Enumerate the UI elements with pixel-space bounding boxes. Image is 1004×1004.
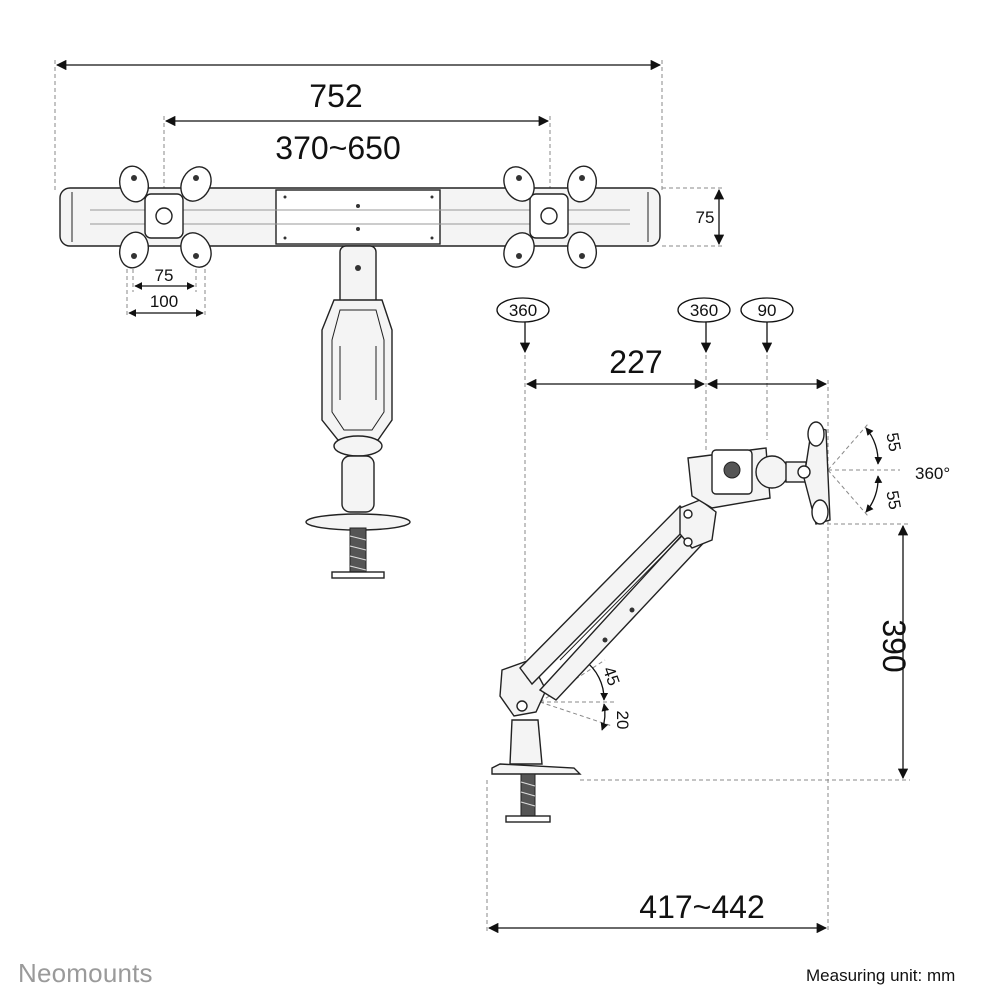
angle-down-arc — [600, 703, 610, 731]
tilt-down-arc — [865, 475, 883, 513]
angle-up-label: 45 — [599, 664, 623, 688]
right-vesa-bracket — [503, 165, 598, 269]
depth-label: 417~442 — [639, 889, 764, 925]
overall-width-label: 752 — [309, 78, 362, 114]
side-arm — [491, 421, 831, 823]
rotation-indicator-head: 90 — [740, 297, 794, 354]
arm-length-label: 227 — [609, 344, 662, 380]
angle-down-label: 20 — [613, 711, 632, 730]
height-label: 390 — [876, 619, 912, 672]
measuring-unit-note: Measuring unit: mm — [806, 966, 956, 985]
rotation-mid-label: 360 — [690, 301, 718, 320]
tilt-up-label: 55 — [882, 431, 904, 453]
vesa-span-label: 370~650 — [275, 130, 400, 166]
rotation-base-label: 360 — [509, 301, 537, 320]
vesa-100-label: 100 — [150, 292, 178, 311]
brand-logo: Neomounts — [18, 958, 153, 988]
bar-height-label: 75 — [696, 208, 715, 227]
vesa-75-label: 75 — [155, 266, 174, 285]
left-vesa-bracket — [118, 165, 212, 269]
side-view: 360 360 90 — [486, 297, 950, 934]
tilt-down-label: 55 — [882, 489, 904, 511]
tilt-up-arc — [865, 427, 883, 465]
front-pole — [305, 245, 411, 579]
swivel-label: 360° — [915, 464, 950, 483]
rotation-indicator-mid: 360 — [677, 297, 731, 354]
rotation-head-label: 90 — [758, 301, 777, 320]
rotation-indicator-base: 360 — [496, 297, 550, 354]
front-view: 752 370~650 75 75 100 — [54, 59, 725, 579]
